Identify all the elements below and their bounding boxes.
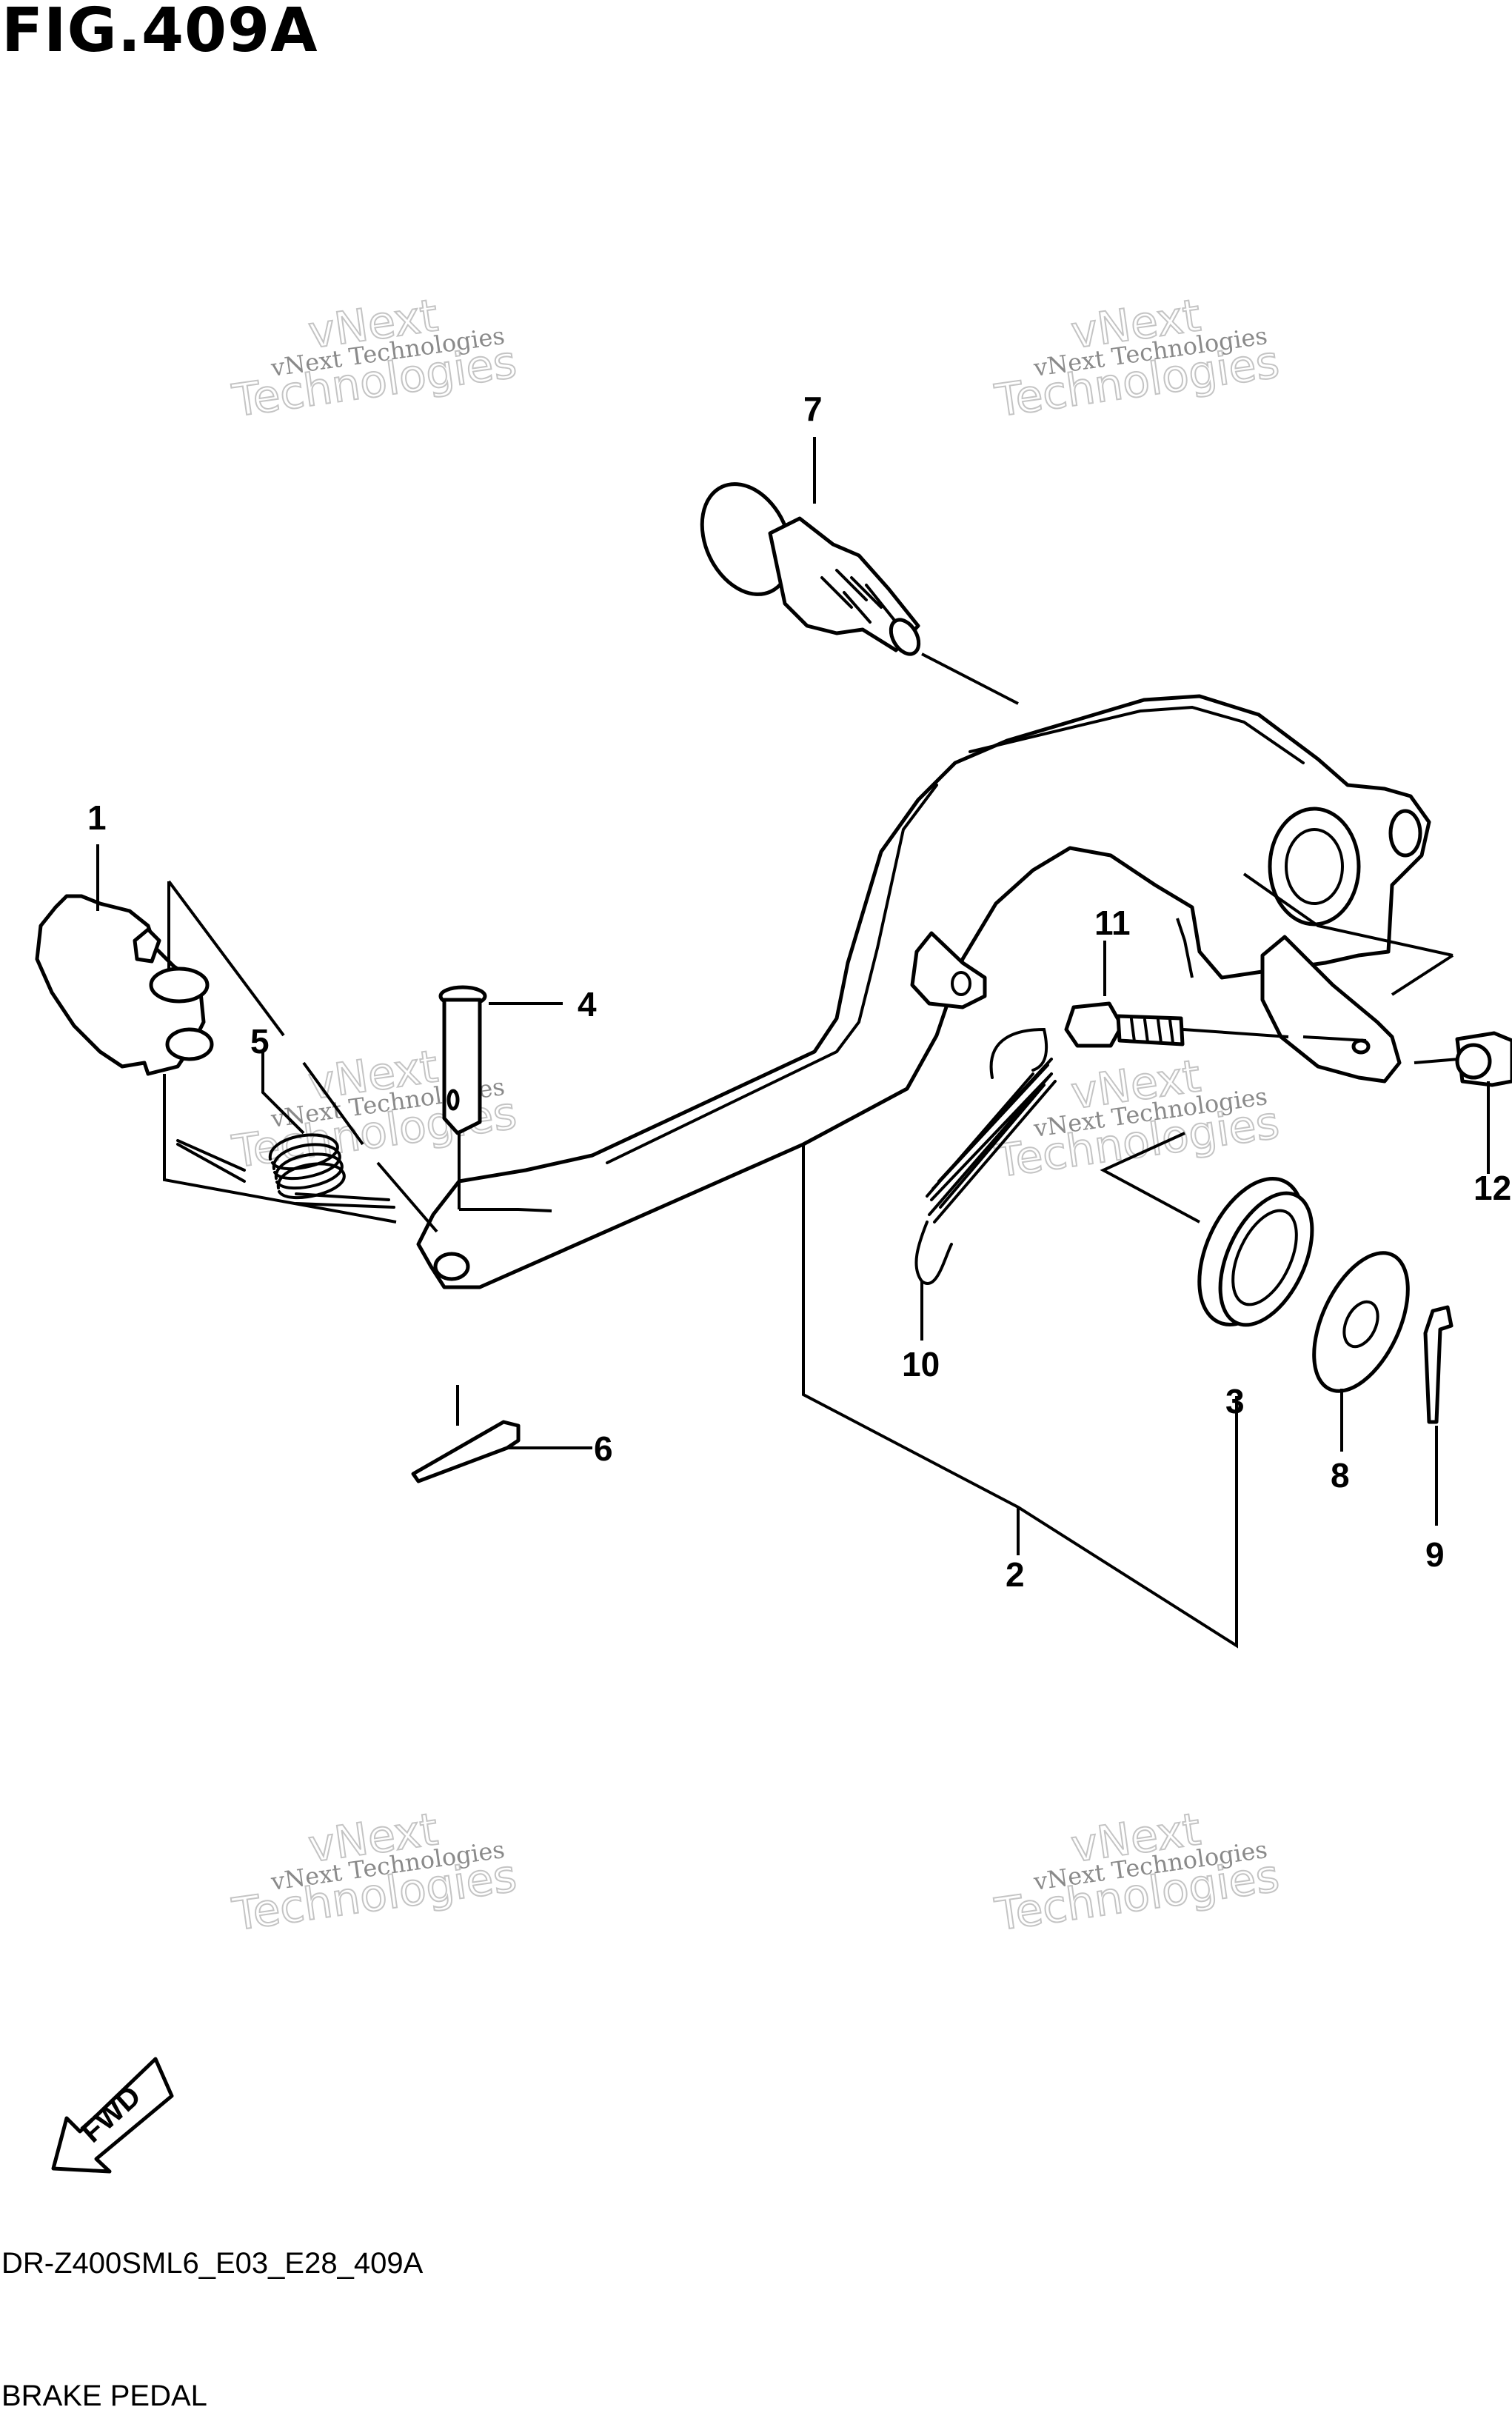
- callout-9: 9: [1425, 1535, 1445, 1574]
- watermark: vNext Technologies vNext Technologies: [228, 1803, 520, 1942]
- watermark: vNext Technologies vNext Technologies: [991, 1803, 1282, 1942]
- collar: [1455, 1031, 1512, 1087]
- clevis-pin: [438, 985, 487, 1135]
- diagram-name: BRAKE PEDAL: [1, 2380, 207, 2412]
- cotter-pin: [1423, 1305, 1454, 1424]
- callout-5: 5: [250, 1022, 270, 1061]
- callout-6: 6: [594, 1429, 613, 1468]
- callout-11: 11: [1094, 904, 1131, 942]
- cotter-pin: [411, 1420, 521, 1483]
- bolt: [1064, 1001, 1185, 1048]
- callout-labels: 1 2 3 4 5 6 7 8 9 10 11 12: [87, 390, 1511, 1594]
- pivot-shaft: [700, 482, 921, 656]
- callout-7: 7: [803, 390, 823, 428]
- callout-2: 2: [1006, 1555, 1025, 1594]
- callout-4: 4: [578, 985, 597, 1024]
- watermark: vNext Technologies vNext Technologies: [991, 1049, 1282, 1189]
- callout-10: 10: [902, 1345, 940, 1383]
- figure-title: FIG.409A: [1, 0, 318, 66]
- watermark: vNext Technologies vNext Technologies: [228, 289, 520, 428]
- washer: [1312, 1251, 1410, 1393]
- watermark: vNext Technologies vNext Technologies: [991, 289, 1282, 428]
- brake-pedal: [416, 694, 1431, 1289]
- fwd-arrow-icon: FWD: [51, 2057, 174, 2174]
- oil-seal: [1197, 1177, 1314, 1327]
- callout-3: 3: [1225, 1382, 1245, 1421]
- leader-lines: [96, 437, 1490, 1649]
- callout-8: 8: [1331, 1456, 1350, 1495]
- bracket: [35, 894, 214, 1076]
- callout-1: 1: [87, 798, 107, 837]
- callout-12: 12: [1473, 1169, 1511, 1207]
- diagram-code: DR-Z400SML6_E03_E28_409A: [1, 2247, 424, 2280]
- torsion-spring: [176, 1133, 395, 1209]
